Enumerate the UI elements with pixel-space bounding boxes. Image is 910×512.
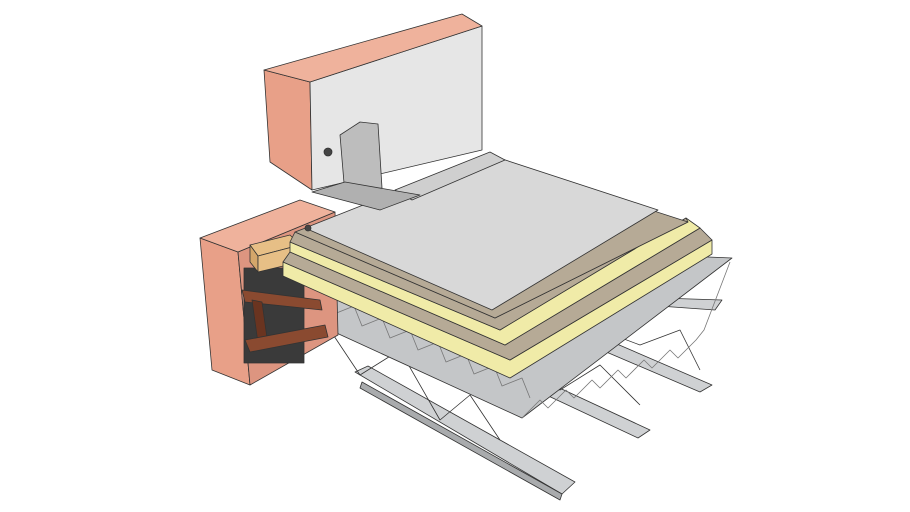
upper-wall-top bbox=[263, 13, 483, 83]
fixing-bolt-icon bbox=[304, 224, 312, 232]
flashing-base bbox=[311, 181, 421, 211]
fixing-bolt-icon bbox=[323, 147, 333, 157]
joist bbox=[354, 365, 576, 495]
joist-web bbox=[329, 329, 501, 441]
joist bbox=[359, 381, 563, 501]
wall-top bbox=[199, 199, 336, 253]
steel-beam bbox=[241, 289, 329, 353]
deck-corrugation bbox=[521, 261, 731, 419]
timber-plate bbox=[249, 234, 301, 273]
upper-wall bbox=[263, 13, 506, 232]
upper-wall-side bbox=[263, 69, 313, 191]
